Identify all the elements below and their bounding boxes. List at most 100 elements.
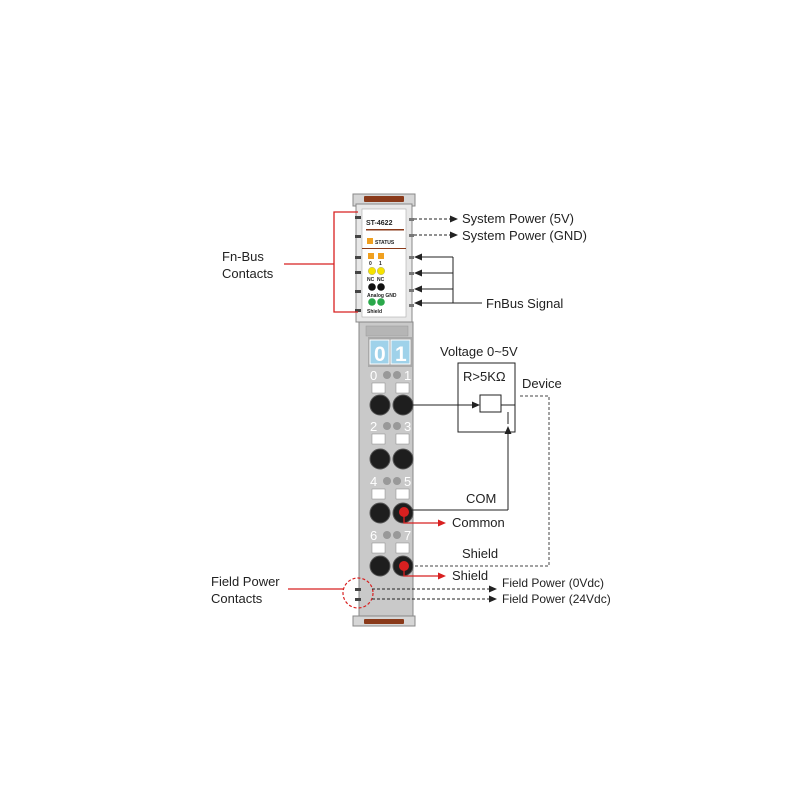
- edge-contact: [409, 218, 414, 221]
- fn-bus-callout: Fn-Bus Contacts: [222, 211, 358, 313]
- shield-leader: [403, 566, 438, 577]
- edge-contact: [409, 234, 414, 237]
- terminal-number-6: 6: [370, 528, 377, 543]
- system-power-lines: System Power (5V) System Power (GND): [414, 211, 587, 243]
- terminal-socket[interactable]: [369, 555, 391, 577]
- terminal-socket[interactable]: [392, 448, 414, 470]
- fn-bus-contact: [355, 256, 361, 259]
- terminal-release-tab: [395, 433, 410, 445]
- field-power-contact: [355, 598, 361, 601]
- arrow-left-icon: [414, 269, 422, 277]
- channel-display-1: [390, 339, 411, 365]
- terminal-number-0: 0: [370, 368, 377, 383]
- common-leader: [403, 512, 438, 524]
- resistance-label: R>5KΩ: [463, 369, 506, 384]
- fn-bus-contact: [355, 309, 361, 312]
- field-power-callout: Field Power Contacts Field Power (0Vdc) …: [211, 574, 611, 609]
- shield-module-label: Shield: [367, 309, 382, 315]
- terminal-number-7: 7: [404, 528, 411, 543]
- terminal-number-3: 3: [404, 419, 411, 434]
- field-power-24v-label: Field Power (24Vdc): [502, 592, 611, 606]
- test-point-icon: [383, 531, 391, 539]
- black-led-icon: [368, 283, 376, 291]
- terminal-number-5: 5: [404, 474, 411, 489]
- terminal-number-1: 1: [404, 368, 411, 383]
- common-label: Common: [452, 515, 505, 530]
- arrow-right-icon: [450, 231, 458, 239]
- fn-bus-contacts: [355, 216, 361, 312]
- fnbus-signal-label: FnBus Signal: [486, 296, 563, 311]
- arrow-right-icon: [489, 585, 497, 593]
- fnbus-signal-lines: FnBus Signal: [414, 253, 563, 311]
- terminal-release-tab: [371, 542, 386, 554]
- fn-bus-label-line1: Fn-Bus: [222, 249, 264, 264]
- channel-display-0: [369, 339, 390, 365]
- yellow-led-icon: [368, 267, 377, 276]
- arrow-right-icon: [472, 401, 480, 409]
- terminal-release-tab: [395, 542, 410, 554]
- terminal-release-tab: [371, 488, 386, 500]
- shield-top-label: Shield: [462, 546, 498, 561]
- edge-contact: [409, 272, 414, 275]
- field-power-highlight: [342, 577, 374, 609]
- com-label: COM: [466, 491, 496, 506]
- model-underline: [366, 229, 404, 231]
- io-module: ST-4622 STATUS 0 1 NC NC Analog GND Shie…: [352, 193, 416, 627]
- terminal-release-tab: [395, 488, 410, 500]
- system-power-5v-label: System Power (5V): [462, 211, 574, 226]
- field-power-contact: [355, 588, 361, 591]
- arrow-left-icon: [414, 253, 422, 261]
- field-power-0v-label: Field Power (0Vdc): [502, 576, 604, 590]
- arrow-left-icon: [414, 285, 422, 293]
- black-led-icon: [377, 283, 385, 291]
- channel-display-0-digit: 0: [374, 343, 386, 366]
- voltage-label: Voltage 0~5V: [440, 344, 518, 359]
- fn-bus-contact: [355, 271, 361, 274]
- system-power-gnd-label: System Power (GND): [462, 228, 587, 243]
- resistor-symbol: [479, 394, 502, 413]
- test-point-icon: [393, 531, 401, 539]
- field-power-label-line1: Field Power: [211, 574, 280, 589]
- test-point-icon: [393, 371, 401, 379]
- arrow-right-icon: [450, 215, 458, 223]
- terminal-release-tab: [371, 382, 386, 394]
- right-edge-contacts: [409, 218, 414, 307]
- fn-bus-label-line2: Contacts: [222, 266, 274, 281]
- shield-bottom-label: Shield: [452, 568, 488, 583]
- analog-gnd-label: Analog GND: [367, 293, 397, 299]
- terminal-socket[interactable]: [392, 394, 414, 416]
- device-box: [457, 362, 516, 433]
- edge-contact: [409, 289, 414, 292]
- edge-contact: [409, 304, 414, 307]
- yellow-led-icon: [377, 267, 386, 276]
- edge-contact: [409, 256, 414, 259]
- fn-bus-contact: [355, 290, 361, 293]
- common-shield-callouts: Common Shield: [399, 507, 505, 583]
- terminal-release-tab: [371, 433, 386, 445]
- device-label: Device: [522, 376, 562, 391]
- arrow-left-icon: [414, 299, 422, 307]
- nc-label-right: NC: [377, 277, 385, 283]
- voltage-device: Voltage 0~5V R>5KΩ COM Device Shield: [412, 344, 562, 567]
- terminal-socket[interactable]: [369, 394, 391, 416]
- test-point-icon: [383, 422, 391, 430]
- release-latch: [365, 325, 409, 337]
- status-divider: [362, 248, 406, 249]
- terminal-socket[interactable]: [369, 448, 391, 470]
- arrow-right-icon: [489, 595, 497, 603]
- arrow-right-icon: [438, 519, 446, 527]
- terminal-socket[interactable]: [369, 502, 391, 524]
- shield-wire: [412, 395, 550, 567]
- module-model-label: ST-4622: [366, 220, 393, 227]
- channel-led-0-icon: [368, 253, 374, 259]
- module-bottom-stripe: [364, 619, 404, 624]
- led-channel-0-label: 0: [369, 261, 372, 267]
- test-point-icon: [393, 477, 401, 485]
- channel-led-1-icon: [378, 253, 384, 259]
- green-led-icon: [377, 298, 385, 306]
- field-power-label-line2: Contacts: [211, 591, 263, 606]
- arrow-up-icon: [504, 426, 512, 434]
- status-label: STATUS: [375, 240, 395, 246]
- module-cap-stripe: [364, 196, 404, 202]
